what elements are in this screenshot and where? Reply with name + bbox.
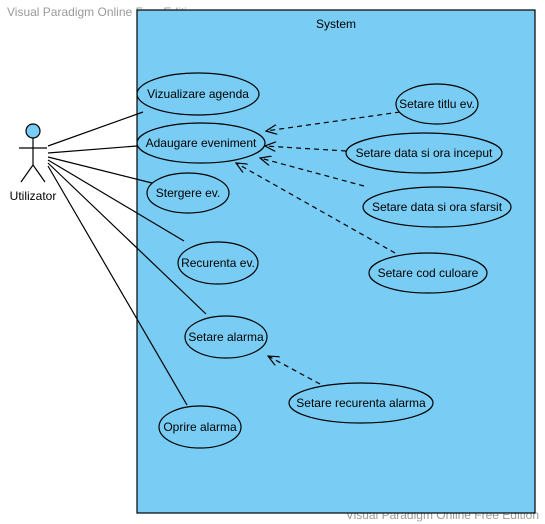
- use-case-setare-alarma[interactable]: Setare alarma: [184, 315, 268, 359]
- associations: [47, 111, 207, 406]
- assoc-vizualizare: [47, 111, 144, 147]
- dep-inceput: [265, 146, 347, 151]
- dependencies: [236, 111, 401, 385]
- use-case-label: Setare data si ora sfarsit: [372, 200, 503, 214]
- use-case-setare-data-sfarsit[interactable]: Setare data si ora sfarsit: [362, 186, 512, 228]
- use-case-oprire-alarma[interactable]: Oprire alarma: [158, 405, 242, 449]
- use-case-label: Setare alarma: [188, 330, 264, 344]
- use-case-recurenta-ev[interactable]: Recurenta ev.: [177, 241, 259, 285]
- assoc-recurenta: [47, 159, 185, 242]
- use-case-label: Adaugare eveniment: [146, 136, 257, 150]
- actor-right-leg: [32, 164, 46, 183]
- use-case-label: Recurenta ev.: [181, 256, 255, 270]
- use-case-label: Stergere ev.: [156, 186, 220, 200]
- assoc-adaugare: [47, 145, 138, 154]
- use-case-setare-titlu-ev[interactable]: Setare titlu ev.: [395, 83, 479, 125]
- actor-left-leg: [20, 164, 34, 183]
- actor-head: [25, 123, 41, 139]
- use-case-vizualizare-agenda[interactable]: Vizualizare agenda: [136, 72, 260, 116]
- actor-utilizator[interactable]: Utilizator: [10, 123, 57, 203]
- use-case-label: Setare titlu ev.: [399, 97, 475, 111]
- use-case-stergere-ev[interactable]: Stergere ev.: [146, 172, 230, 214]
- use-case-label: Oprire alarma: [163, 420, 237, 434]
- use-case-adaugare-eveniment[interactable]: Adaugare eveniment: [136, 122, 266, 164]
- use-case-label: Setare recurenta alarma: [296, 396, 426, 410]
- assoc-stergere: [47, 156, 153, 184]
- dep-recurenta-alarma: [268, 356, 321, 385]
- use-case-label: Vizualizare agenda: [147, 87, 249, 101]
- use-case-setare-recurenta-alarma[interactable]: Setare recurenta alarma: [288, 382, 434, 424]
- actor-label: Utilizator: [10, 189, 57, 203]
- system-title: System: [316, 17, 356, 31]
- dep-culoare: [236, 163, 396, 254]
- dep-titlu: [266, 111, 401, 131]
- use-case-setare-data-inceput[interactable]: Setare data si ora inceput: [345, 132, 503, 174]
- use-case-label: Setare cod culoare: [378, 266, 479, 280]
- assoc-setare-alarma: [47, 162, 207, 315]
- use-case-setare-cod-culoare[interactable]: Setare cod culoare: [368, 252, 488, 294]
- use-case-label: Setare data si ora inceput: [356, 146, 493, 160]
- assoc-oprire-alarma: [47, 165, 188, 406]
